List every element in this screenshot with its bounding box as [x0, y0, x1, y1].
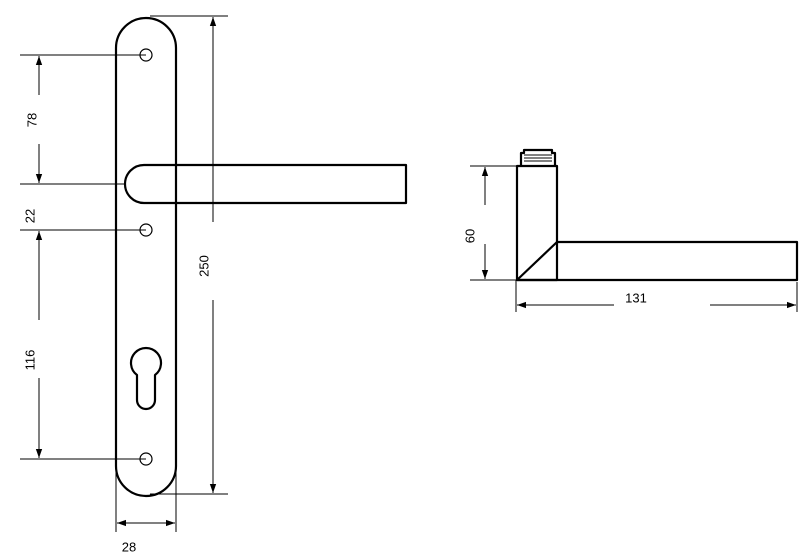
- dimension-60: 60: [463, 167, 489, 279]
- dimension-label-78: 78: [25, 113, 40, 127]
- dimension-116: 116: [23, 231, 43, 458]
- dimension-label-60: 60: [463, 229, 478, 243]
- dimension-label-22: 22: [23, 209, 38, 223]
- rose-body: [515, 164, 559, 282]
- spindle-cap: [519, 148, 557, 166]
- cylinder-keyhole: [129, 346, 163, 411]
- front-view: [114, 16, 408, 498]
- lever-handle-side: [517, 240, 799, 282]
- dimension-78: 78: [25, 56, 43, 183]
- dimension-label-131: 131: [625, 291, 647, 306]
- backplate-outline: [114, 16, 178, 498]
- front-extension-lines: [20, 15, 228, 532]
- lever-handle-front: [123, 163, 408, 205]
- dimension-28: 28: [117, 519, 175, 555]
- side-view: [515, 148, 799, 282]
- lever-bevel-edge: [516, 241, 558, 281]
- dimension-label-250: 250: [197, 255, 212, 277]
- dimension-22: 22: [23, 209, 38, 223]
- dimension-label-28: 28: [122, 540, 136, 555]
- dimension-250: 250: [197, 17, 217, 493]
- dimension-131: 131: [517, 291, 796, 309]
- side-extension-lines: [470, 165, 798, 312]
- dimension-label-116: 116: [23, 350, 38, 371]
